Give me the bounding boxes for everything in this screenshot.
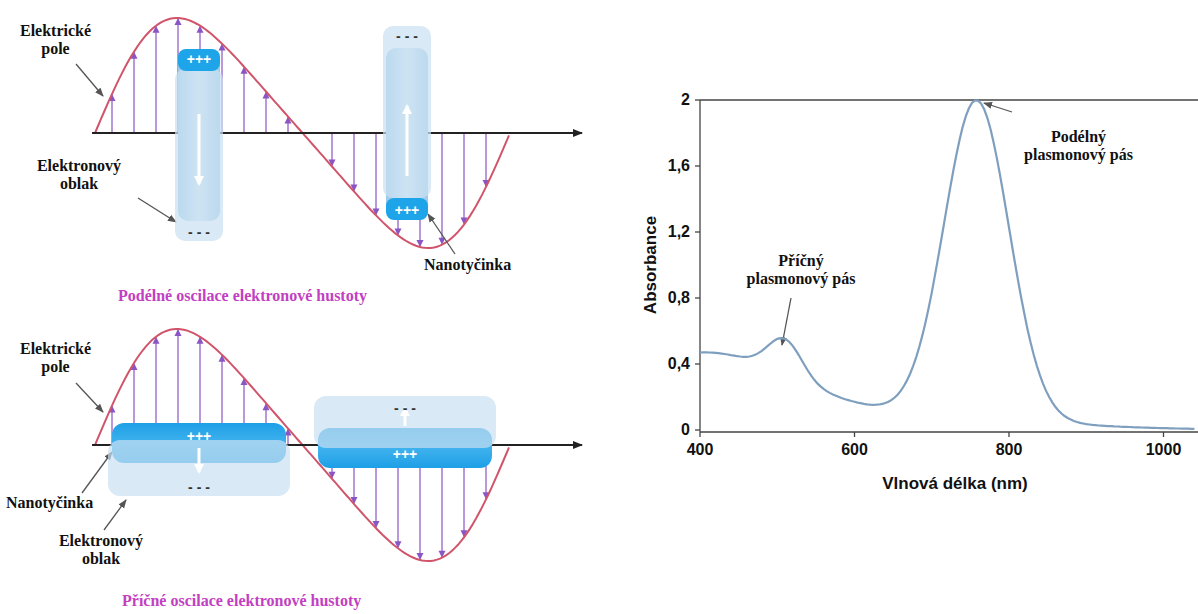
charge-sign: +++ [187, 429, 212, 443]
rod-label: Nanotyčinka [424, 256, 511, 274]
nanorod-shape [172, 44, 226, 242]
field-label: Elektrické pole [8, 340, 103, 377]
tick-label: 400 [687, 441, 714, 459]
nanorod-shape [380, 26, 434, 224]
absorbance-curve [700, 100, 1194, 428]
tick-label: 1,2 [668, 223, 690, 241]
nanorod: +++ - - - [172, 44, 226, 242]
tick-label: 0 [681, 421, 690, 439]
caption: Příčné oscilace elektronové hustoty [122, 592, 361, 610]
field-arrows [109, 18, 490, 560]
peak-label: Příčný plasmonový pás [742, 252, 860, 289]
caption: Podélné oscilace elektronové hustoty [118, 287, 367, 305]
tick-label: 800 [996, 441, 1023, 459]
charge-sign: - - - [394, 401, 416, 415]
tick-label: 600 [841, 441, 868, 459]
axis-title: Vlnová délka (nm) [882, 474, 1027, 494]
peak-label: Podélný plasmonový pás [1016, 128, 1141, 165]
charge-sign: +++ [393, 447, 418, 461]
tick-label: 1,6 [668, 157, 690, 175]
nanorod: - - - +++ [380, 26, 434, 224]
charge-sign: - - - [188, 480, 210, 494]
leader-lines [76, 64, 1012, 530]
axis-title: Absorbance [641, 216, 661, 314]
field-label: Elektrické pole [8, 22, 103, 59]
charge-sign: - - - [396, 29, 418, 43]
chart-ticks [695, 100, 1164, 437]
tick-label: 2 [681, 91, 690, 109]
charge-sign: +++ [187, 52, 212, 66]
chart-frame [700, 100, 1198, 432]
tick-label: 1000 [1146, 441, 1182, 459]
charge-sign: - - - [188, 225, 210, 239]
cloud-label: Elektronový oblak [40, 532, 162, 569]
tick-label: 0,4 [668, 355, 690, 373]
charge-sign: +++ [395, 203, 420, 217]
rod-label: Nanotyčinka [6, 494, 93, 512]
axis-line [92, 132, 582, 134]
cloud-label: Elektronový oblak [18, 157, 140, 194]
nanorod: - - - +++ [314, 396, 496, 476]
nanorod: +++ - - - [108, 418, 290, 500]
tick-label: 0,8 [668, 289, 690, 307]
